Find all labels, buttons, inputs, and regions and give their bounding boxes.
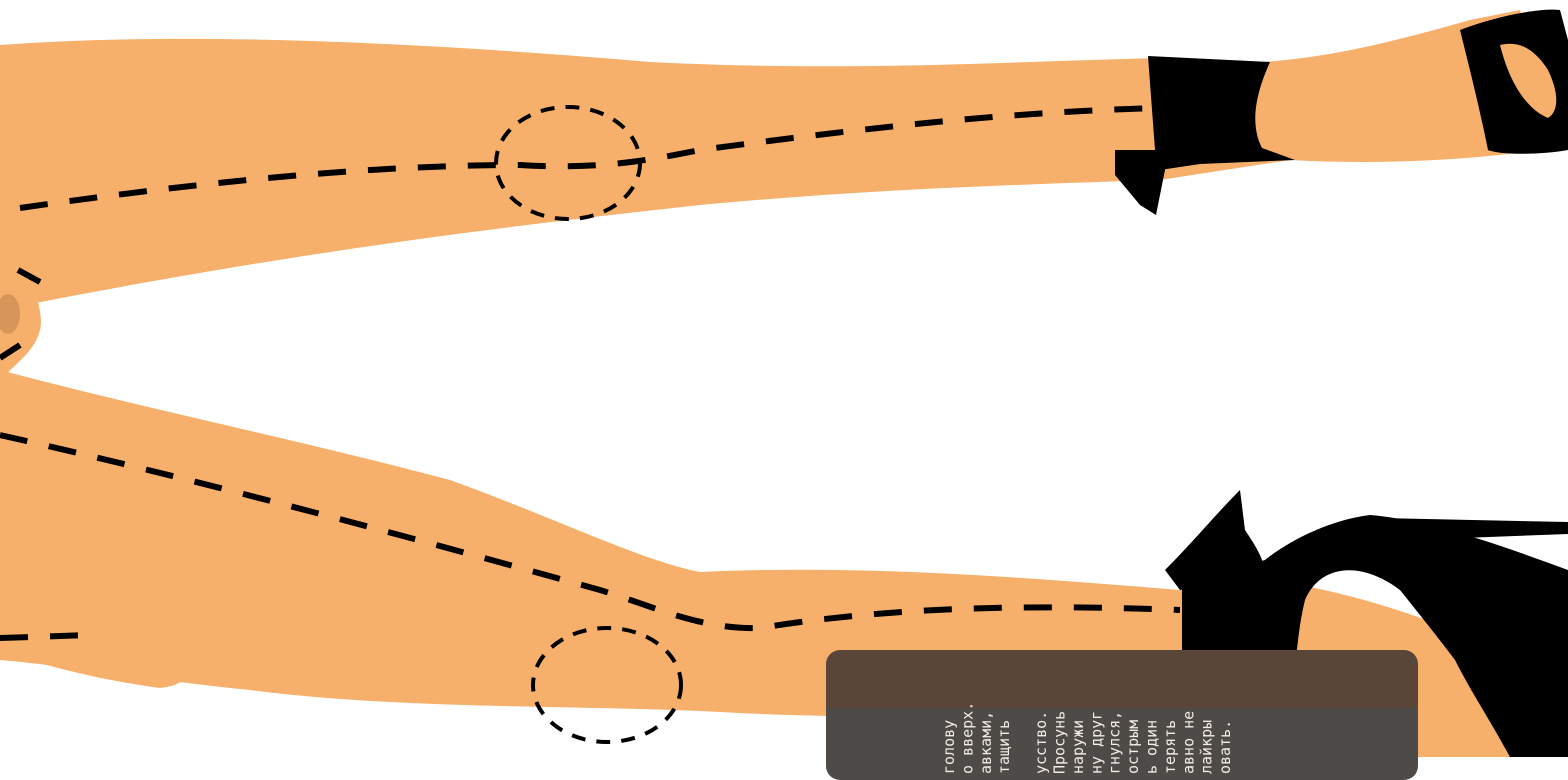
- crotch-shadow: [0, 294, 20, 334]
- caption-line: овать.: [1216, 719, 1235, 774]
- caption-line: ь один: [1142, 719, 1161, 774]
- upper-leg-guide: [19, 105, 1161, 211]
- caption-line: острым: [1124, 719, 1143, 774]
- crotch: [0, 230, 41, 380]
- lower-leg: [0, 370, 1180, 720]
- caption-line: авками,: [976, 710, 995, 774]
- caption-line: голову: [940, 719, 958, 774]
- lower-knee-circle: [531, 626, 683, 744]
- upper-shoe-strap: [1148, 56, 1295, 170]
- caption-line: тащить: [995, 719, 1014, 774]
- guide-lines: [0, 105, 1181, 641]
- caption-line: Просунь: [1050, 710, 1069, 774]
- upper-leg: [0, 38, 1160, 311]
- upper-shoe-toe-opening: [1500, 43, 1557, 118]
- lower-leg-guide: [0, 432, 1181, 632]
- caption-line: о вверх.: [958, 701, 977, 774]
- calf-guide: [0, 632, 91, 641]
- caption-line: лайкры: [1197, 719, 1216, 774]
- lower-shoe-heel-tab: [1165, 490, 1265, 590]
- legs-illustration: [0, 9, 1568, 757]
- caption-line: [1014, 694, 1032, 774]
- caption-line: ну друг: [1087, 710, 1106, 774]
- lower-shoe-stiletto: [1380, 518, 1568, 540]
- upper-knee-circle: [494, 105, 642, 221]
- caption-line: авно не: [1179, 710, 1198, 774]
- caption-line: наружи: [1068, 719, 1087, 774]
- crotch-guide: [0, 267, 42, 361]
- lower-leg-calf: [0, 590, 196, 688]
- caption-line: усство.: [1032, 710, 1051, 774]
- upper-shoe-heel: [1115, 150, 1165, 215]
- caption-line: гнулся,: [1105, 710, 1124, 774]
- knee-circles: [494, 105, 683, 744]
- caption-line: терять: [1160, 719, 1179, 774]
